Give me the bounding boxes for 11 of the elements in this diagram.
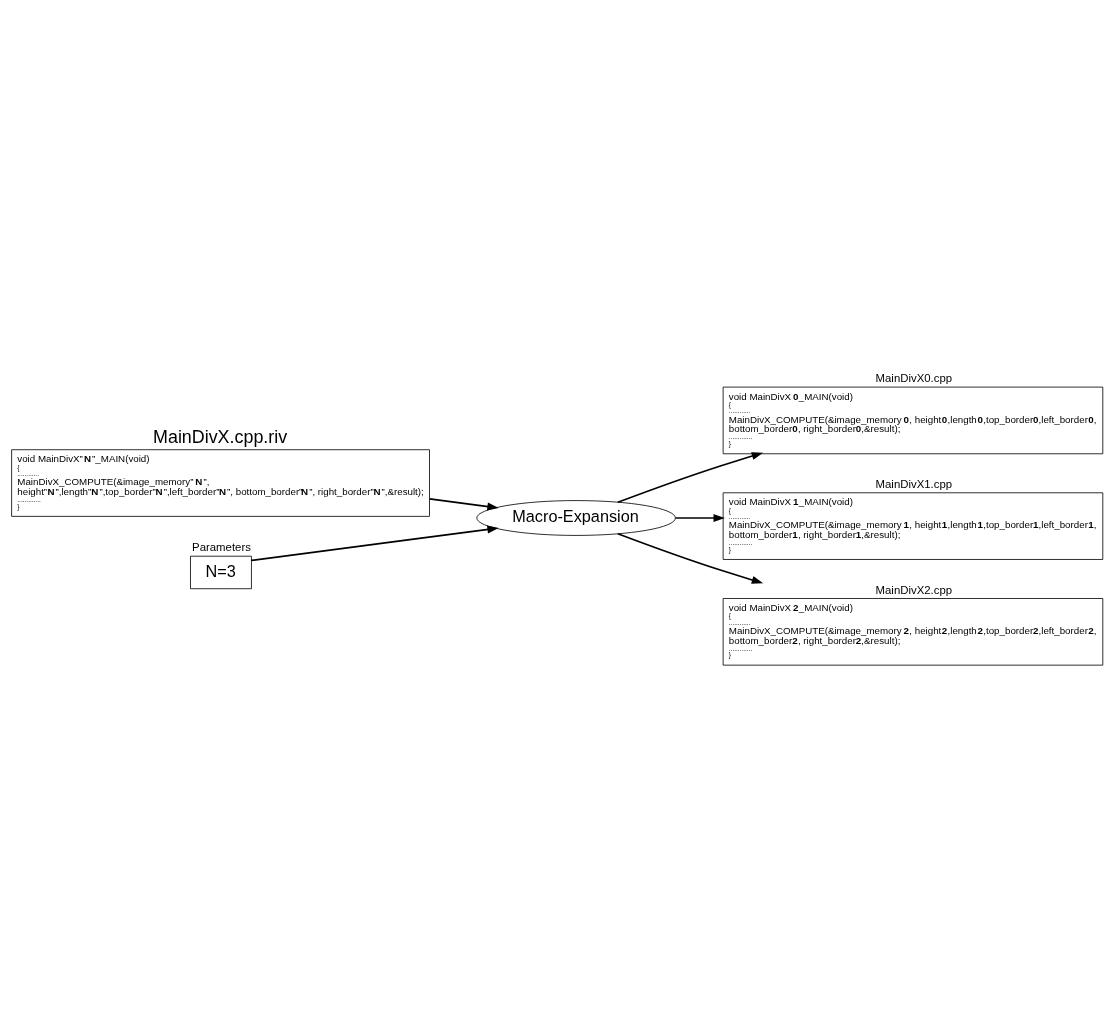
arrow: [428, 498, 499, 511]
node-box: N=3: [190, 555, 252, 590]
arrow: [617, 532, 764, 584]
node-label: MainDivX2.cpp: [875, 583, 953, 596]
arrow: [674, 514, 725, 522]
arrow: [617, 452, 764, 504]
node-label: MainDivX.cpp.riv: [153, 426, 288, 447]
node-label: Parameters: [192, 541, 251, 554]
node-label: MainDivX0.cpp: [875, 372, 953, 385]
node-label: MainDivX1.cpp: [875, 478, 953, 491]
arrow: [250, 525, 499, 562]
